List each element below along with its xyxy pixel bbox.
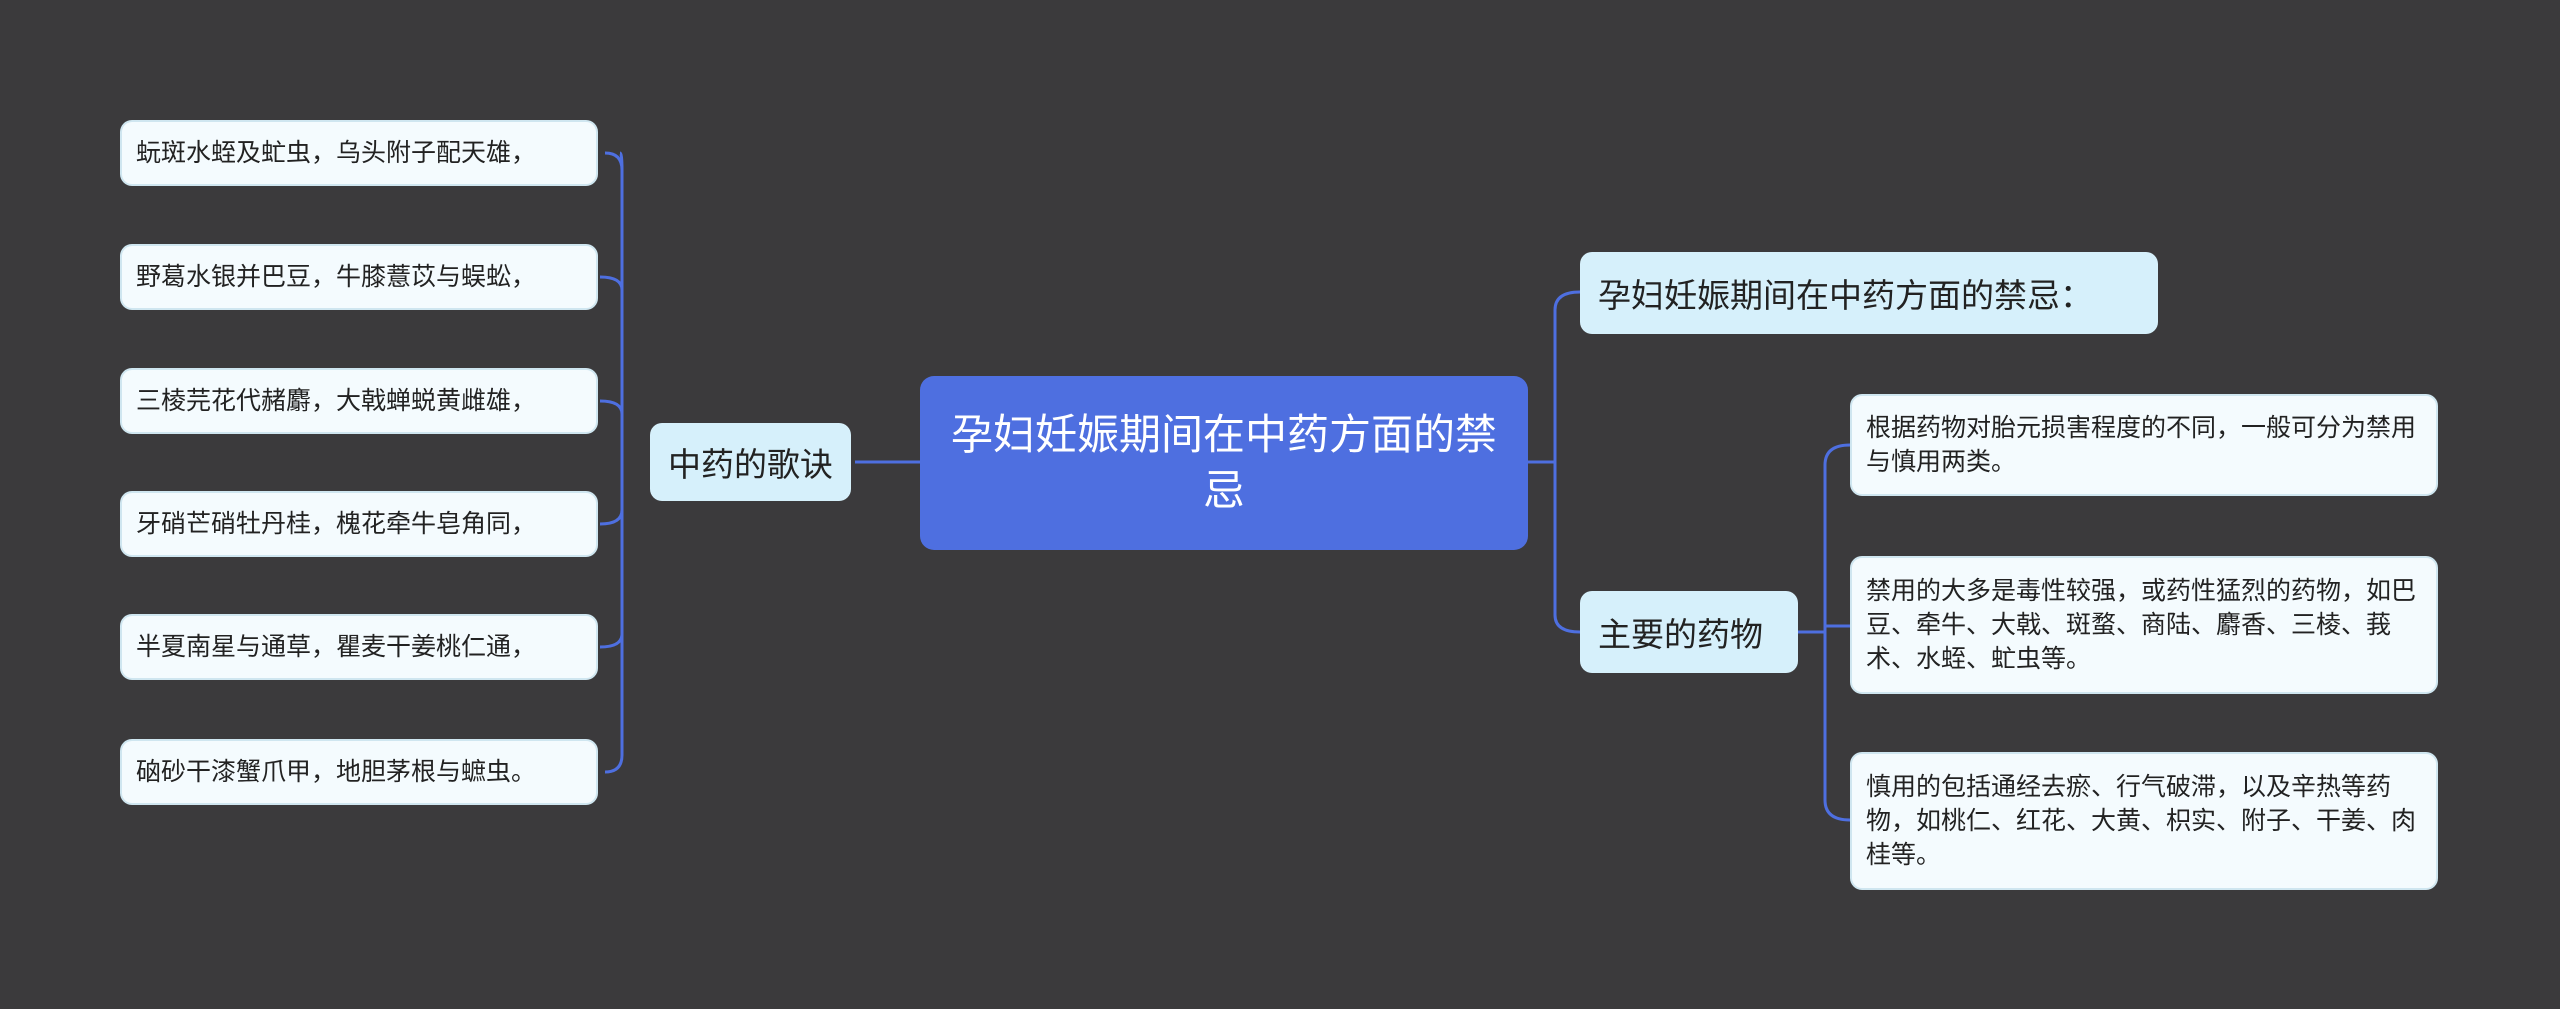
leaf-yaowu-2[interactable]: 禁用的大多是毒性较强，或药性猛烈的药物，如巴豆、牵牛、大戟、斑蝥、商陆、麝香、三… <box>1850 556 2438 694</box>
leaf-gejue-3[interactable]: 三棱芫花代赭麝，大戟蝉蜕黄雌雄， <box>120 368 598 434</box>
leaf-label: 三棱芫花代赭麝，大戟蝉蜕黄雌雄， <box>136 386 537 415</box>
leaf-label: 野葛水银并巴豆，牛膝薏苡与蜈蚣， <box>136 262 537 291</box>
leaf-label: 牙硝芒硝牡丹桂，槐花牵牛皂角同， <box>136 509 537 538</box>
branch-zhuyao-yaowu[interactable]: 主要的药物 <box>1580 591 1798 673</box>
leaf-label: 蚖斑水蛭及虻虫，乌头附子配天雄， <box>136 138 537 167</box>
connector-right-trunk-2 <box>1553 462 1581 634</box>
leaf-yaowu-3[interactable]: 慎用的包括通经去瘀、行气破滞，以及辛热等药物，如桃仁、红花、大黄、枳实、附子、干… <box>1850 752 2438 890</box>
connector-left-5 <box>599 633 624 649</box>
connector-left-2 <box>599 275 624 291</box>
leaf-label: 禁用的大多是毒性较强，或药性猛烈的药物，如巴豆、牵牛、大戟、斑蝥、商陆、麝香、三… <box>1866 576 2417 673</box>
leaf-label: 慎用的包括通经去瘀、行气破滞，以及辛热等药物，如桃仁、红花、大黄、枳实、附子、干… <box>1866 772 2417 869</box>
connector-left-trunk <box>604 151 624 774</box>
connector-left-3 <box>599 399 624 415</box>
root-topic-label: 孕妇妊娠期间在中药方面的禁忌 <box>950 410 1497 515</box>
connector-right-b2-trunk-2 <box>1823 465 1851 822</box>
leaf-gejue-5[interactable]: 半夏南星与通草，瞿麦干姜桃仁通， <box>120 614 598 680</box>
leaf-label: 半夏南星与通草，瞿麦干姜桃仁通， <box>136 632 537 661</box>
leaf-gejue-1[interactable]: 蚖斑水蛭及虻虫，乌头附子配天雄， <box>120 120 598 186</box>
connector-right-trunk <box>1553 290 1581 462</box>
branch-zhongyao-gejue[interactable]: 中药的歌诀 <box>650 423 851 501</box>
branch-label: 中药的歌诀 <box>668 445 833 484</box>
root-topic[interactable]: 孕妇妊娠期间在中药方面的禁忌 <box>920 376 1528 550</box>
branch-label: 孕妇妊娠期间在中药方面的禁忌： <box>1598 276 2093 315</box>
leaf-gejue-4[interactable]: 牙硝芒硝牡丹桂，槐花牵牛皂角同， <box>120 491 598 557</box>
branch-label: 主要的药物 <box>1598 615 1763 654</box>
connector-right-b2-trunk <box>1823 443 1851 466</box>
branch-jinji-heading[interactable]: 孕妇妊娠期间在中药方面的禁忌： <box>1580 252 2158 334</box>
leaf-gejue-6[interactable]: 硇砂干漆蟹爪甲，地胆茅根与蟅虫。 <box>120 739 598 805</box>
leaf-label: 根据药物对胎元损害程度的不同，一般可分为禁用与慎用两类。 <box>1866 413 2417 476</box>
leaf-gejue-2[interactable]: 野葛水银并巴豆，牛膝薏苡与蜈蚣， <box>120 244 598 310</box>
connector-left-4 <box>599 509 624 526</box>
connector-left-1 <box>604 151 624 171</box>
leaf-yaowu-1[interactable]: 根据药物对胎元损害程度的不同，一般可分为禁用与慎用两类。 <box>1850 394 2438 496</box>
leaf-label: 硇砂干漆蟹爪甲，地胆茅根与蟅虫。 <box>136 757 537 786</box>
